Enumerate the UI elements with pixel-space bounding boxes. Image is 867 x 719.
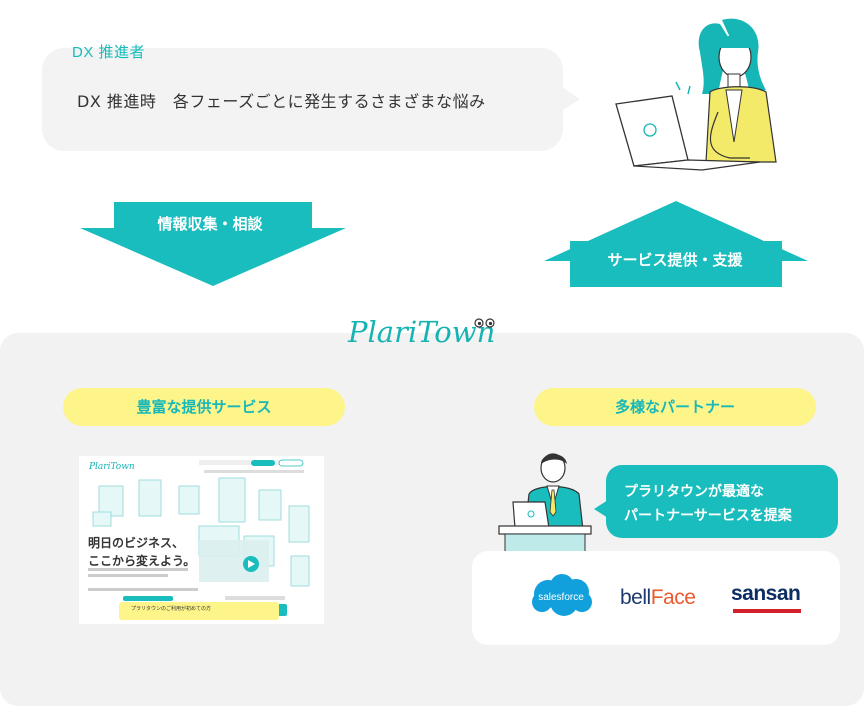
partners-pill: 多様なパートナー: [534, 388, 816, 426]
svg-text:PlariTown: PlariTown: [347, 315, 495, 349]
svg-text:salesforce: salesforce: [538, 592, 584, 603]
person-laptop-illustration: [615, 18, 777, 171]
website-cta-banner: [119, 602, 279, 620]
salesforce-logo: salesforce: [532, 574, 592, 616]
arrow-down-info-gathering: [80, 202, 346, 286]
bellface-logo-prefix: bell: [620, 586, 651, 609]
sansan-logo: sansan: [731, 582, 801, 605]
partner-bubble-tail: [594, 500, 608, 518]
partner-bubble-line-2: パートナーサービスを提案: [624, 508, 792, 524]
website-screenshot: PlariTown 明日のビジネス、 ここから変えよう。 プラリタウンのご利用が…: [79, 456, 324, 624]
sansan-logo-underline: [733, 609, 801, 613]
speech-bubble-tail: [560, 86, 580, 112]
dx-worries-text: DX 推進時 各フェーズごとに発生するさまざまな悩み: [77, 92, 486, 111]
businessman-illustration: [498, 453, 592, 554]
website-headline-1: 明日のビジネス、: [88, 536, 185, 550]
website-city-illustration: [79, 456, 324, 624]
services-pill: 豊富な提供サービス: [63, 388, 345, 426]
arrow-up-service-provision: [544, 201, 808, 287]
website-logo: PlariTown: [89, 462, 135, 472]
arrow-down-label: 情報収集・相談: [157, 215, 263, 233]
partner-suggestion-bubble: [606, 465, 838, 538]
dx-speech-bubble: [42, 48, 563, 151]
dx-promoter-label: DX 推進者: [72, 44, 146, 61]
partner-bubble-line-1: プラリタウンが最適な: [624, 484, 764, 500]
arrow-up-label: サービス提供・支援: [607, 251, 743, 269]
website-headline-2: ここから変えよう。: [88, 554, 196, 568]
bellface-logo-suffix: Face: [650, 586, 696, 609]
bellface-logo: bellFace: [620, 586, 696, 610]
plaritown-logo: PlariTown: [347, 315, 495, 349]
website-cta-text: プラリタウンのご利用が初めての方: [131, 606, 212, 612]
